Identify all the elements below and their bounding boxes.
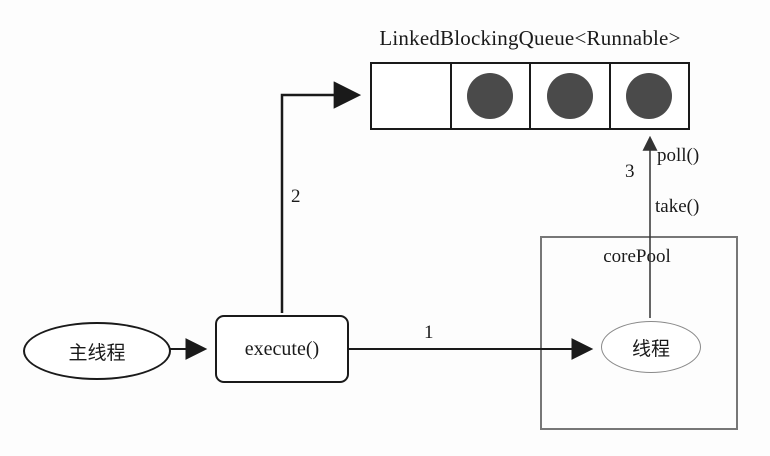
arrow-label-2: 2: [291, 186, 301, 207]
queue-cell: [608, 64, 689, 128]
task-circle: [626, 73, 673, 119]
task-circle: [546, 73, 593, 119]
queue-cell: [372, 64, 450, 128]
take-label: take(): [655, 196, 700, 217]
core-pool-box: [540, 236, 738, 430]
execute-node: execute(): [215, 315, 349, 383]
task-circle: [467, 73, 514, 119]
queue-cell: [529, 64, 609, 128]
blocking-queue: [370, 62, 690, 130]
execute-label: execute(): [244, 337, 320, 360]
main-thread-node: 主线程: [23, 322, 171, 380]
queue-title: LinkedBlockingQueue<Runnable>: [379, 26, 681, 50]
arrow-label-3: 3: [625, 161, 635, 182]
thread-label: 线程: [631, 338, 670, 360]
thread-node: 线程: [601, 321, 701, 373]
main-thread-label: 主线程: [68, 342, 126, 364]
poll-label: poll(): [657, 145, 700, 166]
core-pool-label: corePool: [603, 246, 671, 267]
arrow-label-1: 1: [424, 322, 434, 343]
queue-cell: [449, 64, 530, 128]
